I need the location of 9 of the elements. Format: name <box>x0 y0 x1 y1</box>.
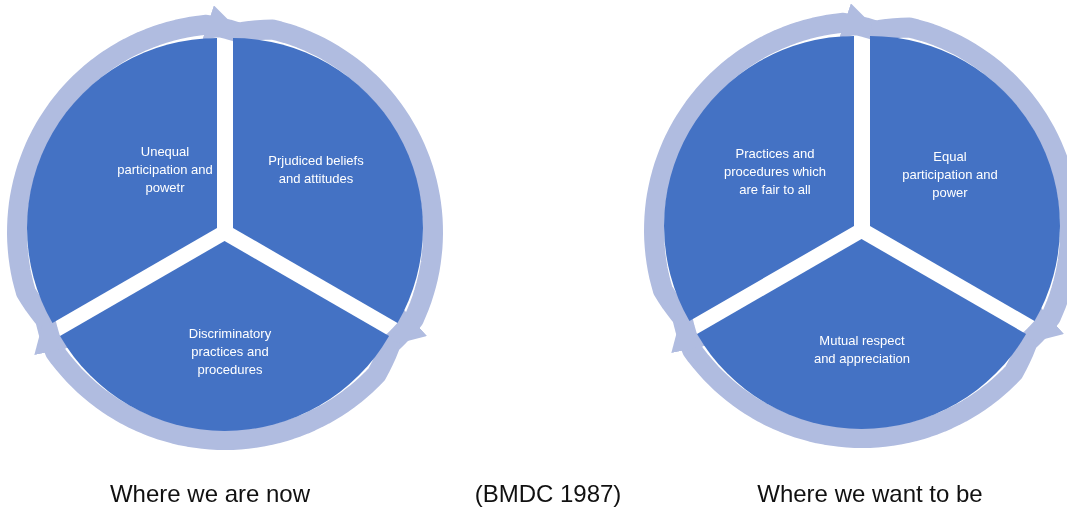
segment-label: Prjudiced beliefs and attitudes <box>267 152 365 188</box>
segment-label: Mutual respect and appreciation <box>812 332 912 368</box>
segment-label: Practices and procedures which are fair to all <box>723 145 827 199</box>
segment-label: Discriminatory practices and procedures <box>187 325 273 379</box>
segment-label: Unequal participation and powetr <box>116 143 214 197</box>
segment-label: Equal participation and power <box>901 148 999 202</box>
caption: (BMDC 1987) <box>474 480 622 508</box>
caption: Where we are now <box>109 480 311 508</box>
caption: Where we want to be <box>757 480 983 508</box>
